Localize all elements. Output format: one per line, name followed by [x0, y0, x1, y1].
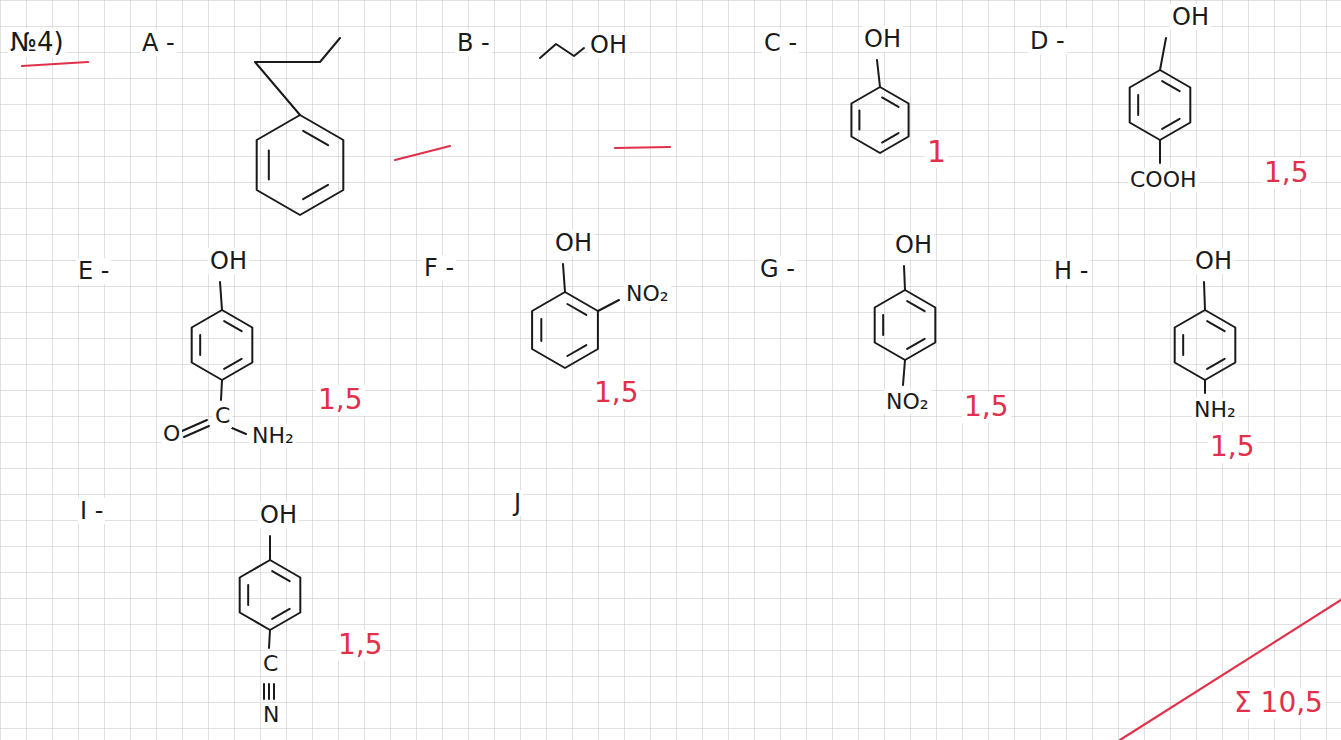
double-bond [224, 359, 241, 369]
handwritten-label: I - [78, 498, 105, 524]
bond-line [903, 360, 905, 385]
grade-mark: 1,5 [962, 392, 1011, 423]
benzene-ring [532, 292, 598, 368]
double-bond [268, 151, 270, 180]
handwritten-label: B - [455, 30, 492, 56]
triple-bond [263, 684, 265, 699]
handwritten-label: OH [258, 502, 299, 528]
grade-mark: 1,5 [316, 385, 365, 416]
handwritten-label: O [161, 422, 182, 446]
benzene-ring [1130, 70, 1191, 140]
handwritten-label: №4) [8, 28, 66, 57]
bond-line [1159, 140, 1161, 163]
grade-mark: 1,5 [592, 378, 641, 409]
grade-mark: 1,5 [336, 630, 385, 661]
benzene-ring [240, 560, 301, 630]
bond-line [221, 380, 222, 400]
benzene-ring [1175, 310, 1236, 380]
handwritten-label: OH [893, 232, 934, 258]
double-bond [567, 304, 586, 315]
ethyl-chain [255, 38, 340, 115]
bond-line [232, 428, 246, 434]
double-bond [247, 585, 249, 605]
ethyl-chain [540, 44, 584, 58]
benzene-ring [192, 310, 253, 380]
bond-line [269, 630, 270, 648]
double-bond [303, 185, 328, 199]
bond-line [877, 60, 880, 87]
bond-line [904, 266, 905, 290]
double-bond [540, 319, 542, 341]
bond-line [1204, 282, 1205, 310]
underline [22, 62, 88, 66]
grade-mark: Σ 10,5 [1232, 688, 1325, 719]
ink-strokes [182, 38, 1235, 699]
handwritten-label: C [213, 404, 232, 428]
handwritten-label: NH₂ [250, 424, 296, 448]
benzene-ring [875, 290, 936, 360]
double-bond [1162, 81, 1179, 91]
double-bond [882, 97, 898, 107]
double-bond [1137, 95, 1139, 115]
double-bond [184, 426, 209, 437]
grade-mark: 1 [925, 135, 948, 168]
handwritten-label: N [261, 703, 281, 727]
double-bond [1207, 321, 1224, 331]
double-bond [882, 315, 884, 335]
handwritten-label: NO₂ [884, 390, 931, 414]
double-bond [199, 335, 201, 355]
bond-line [220, 282, 222, 310]
bond-line [1204, 380, 1206, 393]
handwritten-label: C - [762, 30, 799, 56]
handwritten-label: NH₂ [1192, 398, 1238, 422]
double-bond [907, 301, 924, 311]
handwritten-label: A - [140, 30, 177, 56]
bond-line [1160, 38, 1166, 70]
handwritten-label: OH [1193, 248, 1234, 274]
double-bond [882, 133, 898, 143]
benzene-ring [257, 115, 344, 215]
handwritten-label: OH [553, 230, 594, 256]
double-bond [303, 131, 328, 145]
dash-mark [395, 146, 450, 160]
handwritten-label: OH [208, 248, 249, 274]
handwritten-label: G - [758, 256, 797, 282]
double-bond [1207, 359, 1224, 369]
triple-bond [268, 684, 270, 699]
double-bond [567, 345, 586, 356]
benzene-ring [851, 87, 908, 153]
handwritten-label: H - [1052, 258, 1090, 284]
handwritten-label: OH [1170, 4, 1211, 30]
handwritten-label: OH [588, 32, 629, 58]
handwritten-label: J [512, 490, 523, 516]
handwritten-label: F - [422, 255, 456, 281]
handwritten-label: COOH [1128, 168, 1199, 192]
dash-mark [615, 147, 670, 148]
handwritten-label: OH [862, 26, 903, 52]
handwritten-label: C [261, 652, 280, 676]
grade-mark: 1,5 [1208, 432, 1257, 463]
double-bond [1182, 335, 1184, 355]
bond-line [269, 536, 271, 560]
handwritten-label: E - [76, 258, 111, 284]
bond-line [598, 300, 619, 311]
double-bond [858, 110, 860, 129]
grading-strokes [22, 62, 1341, 740]
double-bond [272, 609, 289, 619]
handwritten-label: NO₂ [624, 282, 671, 306]
double-bond [1162, 119, 1179, 129]
triple-bond [273, 684, 275, 699]
handwritten-label: D - [1028, 28, 1067, 54]
bond-line [563, 264, 565, 292]
slash-mark [1120, 600, 1341, 740]
grade-mark: 1,5 [1262, 158, 1311, 189]
double-bond [272, 571, 289, 581]
double-bond [224, 321, 241, 331]
double-bond [907, 339, 924, 349]
